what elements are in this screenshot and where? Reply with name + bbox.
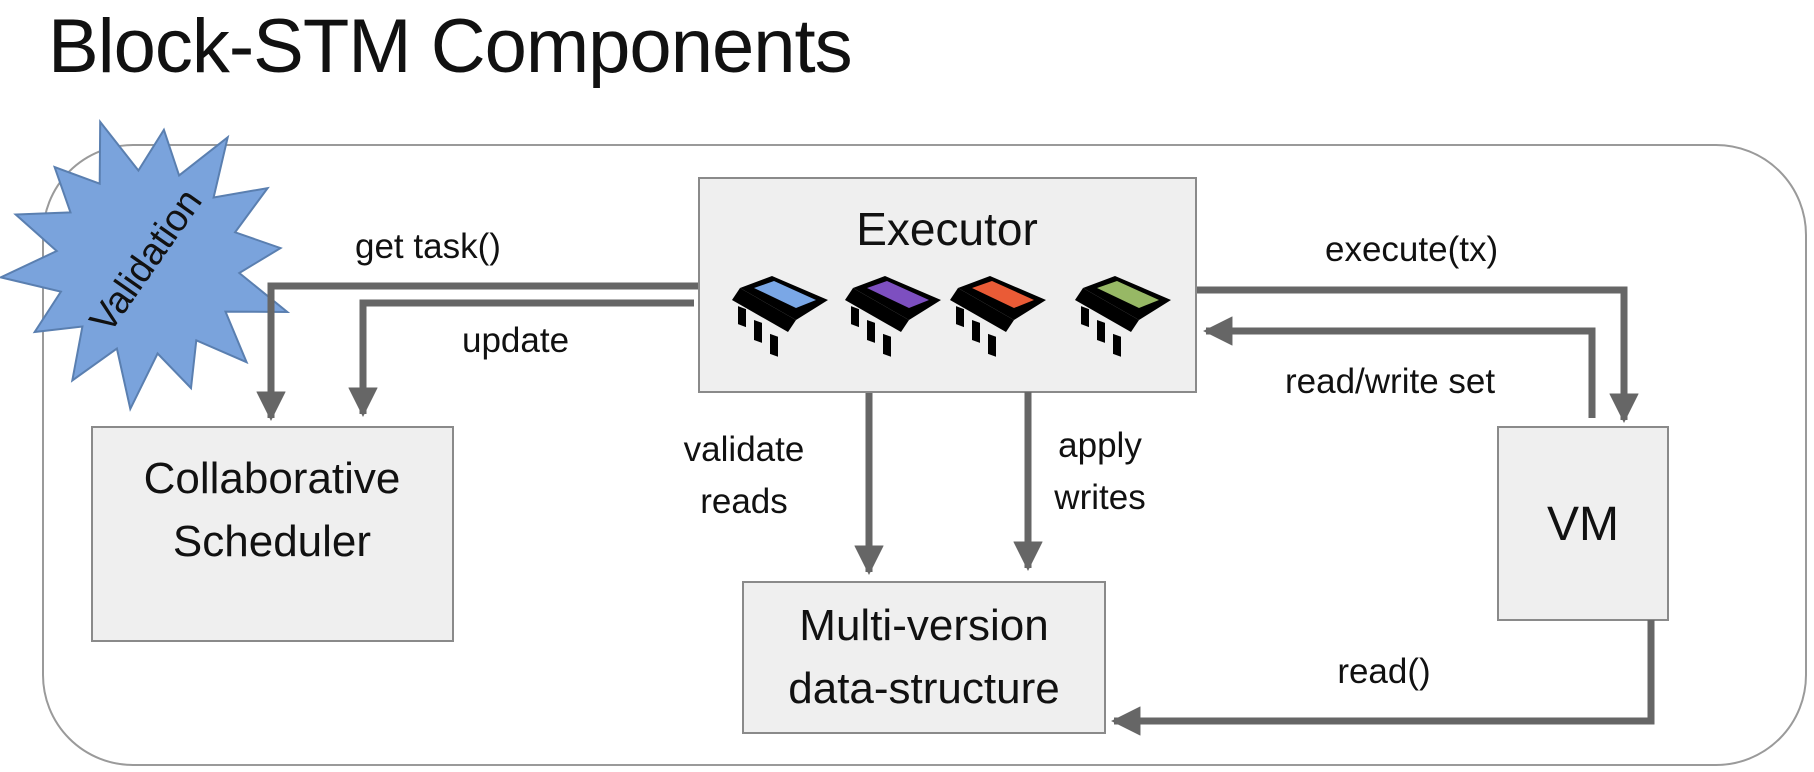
read-arrow <box>1111 620 1655 736</box>
executor-label: Executor <box>856 203 1038 255</box>
multiversion-box[interactable]: Multi-version data-structure <box>742 581 1106 734</box>
cpu-chip-green-icon <box>1075 276 1171 357</box>
system-frame <box>42 144 1807 766</box>
multiversion-label-line2: data-structure <box>788 664 1059 713</box>
executor-box[interactable]: Executor <box>698 177 1197 393</box>
scheduler-label-line2: Scheduler <box>173 517 371 566</box>
processor-icons <box>732 276 1171 357</box>
cpu-chip-blue-icon <box>732 276 828 357</box>
validation-badge: Validation <box>0 119 291 412</box>
update-arrow <box>348 299 694 417</box>
rw-set-arrow <box>1203 316 1596 418</box>
vm-box[interactable]: VM <box>1497 426 1669 621</box>
validate-reads-label-line1: validate <box>684 430 805 469</box>
vm-label: VM <box>1547 498 1619 551</box>
slide-title: Block-STM Components <box>48 4 853 89</box>
cpu-chip-purple-icon <box>845 276 941 357</box>
execute-label: execute(tx) <box>1325 230 1498 269</box>
get-task-label: get task() <box>355 227 501 266</box>
execute-arrow <box>1197 286 1639 423</box>
read-label: read() <box>1337 652 1430 691</box>
apply-writes-label-line2: writes <box>1053 478 1145 517</box>
starburst-icon <box>0 119 291 412</box>
multiversion-label-line1: Multi-version <box>799 601 1048 650</box>
get-task-arrow <box>256 282 698 421</box>
validate-reads-label-line2: reads <box>700 482 788 521</box>
rw-set-label: read/write set <box>1285 362 1495 401</box>
cpu-chip-orange-icon <box>950 276 1046 357</box>
update-label: update <box>462 321 569 360</box>
scheduler-box[interactable]: Collaborative Scheduler <box>91 426 454 642</box>
scheduler-label-line1: Collaborative <box>144 454 401 503</box>
apply-writes-label-line1: apply <box>1058 426 1142 465</box>
